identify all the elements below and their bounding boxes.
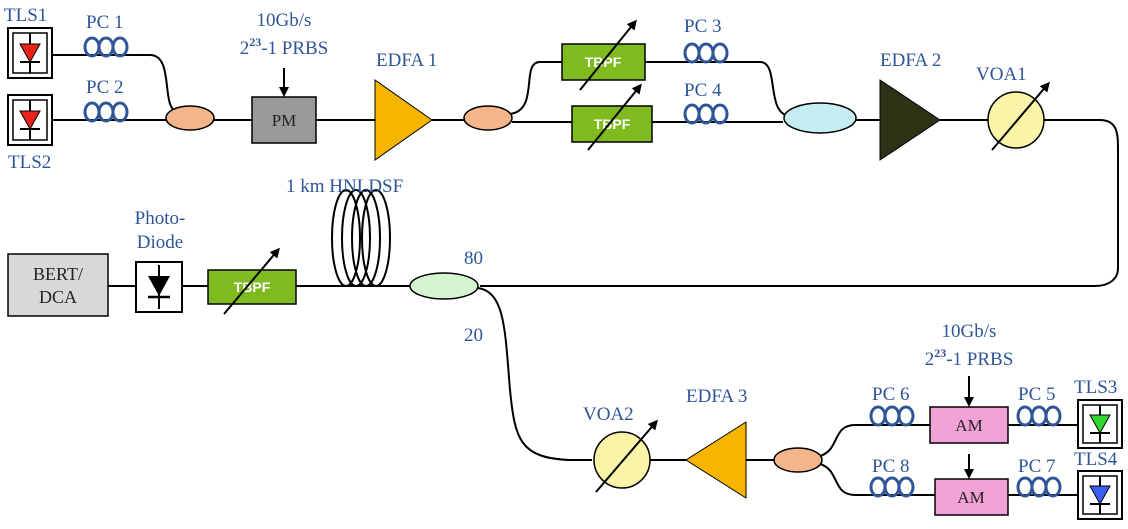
pc8-controller: [869, 476, 915, 498]
coupler-1: [165, 105, 215, 131]
photodiode-label-line1: Photo-: [135, 208, 186, 229]
tls1-label: TLS1: [4, 5, 47, 26]
edfa1-label: EDFA 1: [376, 50, 437, 71]
prbs-top-rate: 10Gb/s: [257, 10, 312, 31]
pc1-controller: [83, 36, 129, 58]
bert-dca-box: BERT/ DCA: [7, 253, 109, 317]
split-20-label: 20: [464, 325, 483, 346]
pc1-label: PC 1: [86, 12, 124, 33]
coupler-3: [783, 102, 857, 134]
coupler-2: [463, 105, 513, 131]
tls4-label: TLS4: [1074, 449, 1118, 470]
tls1-source: [7, 27, 53, 79]
prbs-top-pattern: 223-1 PRBS: [240, 35, 329, 59]
prbs-top-exp: 23: [249, 35, 261, 49]
voa1-label: VOA1: [976, 64, 1027, 85]
edfa2-label: EDFA 2: [880, 50, 941, 71]
pc3-label: PC 3: [684, 16, 722, 37]
prbs-bottom-rate: 10Gb/s: [942, 321, 997, 342]
tbpf-top-filter: TBPF: [561, 19, 646, 91]
hnldsf-fiber-spool: [331, 189, 391, 287]
prbs-bottom-exp: 23: [934, 346, 946, 360]
prbs-top-base: 2: [240, 38, 250, 59]
pc6-controller: [869, 405, 915, 427]
pc6-label: PC 6: [872, 384, 910, 405]
prbs-bottom-base: 2: [925, 349, 935, 370]
pc7-label: PC 7: [1018, 456, 1056, 477]
pc2-label: PC 2: [86, 77, 124, 98]
voa2-attenuator: [593, 419, 658, 493]
prbs-top-rest: -1 PRBS: [261, 38, 328, 59]
edfa3-label: EDFA 3: [686, 386, 747, 407]
am-bottom-label: AM: [957, 488, 984, 507]
tls2-label: TLS2: [8, 152, 51, 173]
photodiode-detector: [135, 261, 183, 313]
bert-label-line2: DCA: [39, 287, 77, 307]
tbpf-mid-label: TBPF: [594, 116, 631, 132]
voa1-attenuator: [987, 81, 1050, 151]
fiber-links: [52, 54, 1119, 496]
am-top-modulator: AM: [929, 406, 1009, 444]
pc5-label: PC 5: [1018, 384, 1056, 405]
pm-label: PM: [272, 111, 297, 130]
tbpf-left-filter: TBPF: [207, 247, 297, 315]
split-80-label: 80: [464, 248, 483, 269]
coupler-4: [773, 447, 823, 473]
prbs-bottom-rest: -1 PRBS: [946, 349, 1013, 370]
pc7-controller: [1016, 476, 1062, 498]
prbs-bottom-pattern: 223-1 PRBS: [925, 346, 1014, 370]
pc4-controller: [683, 103, 729, 125]
pc3-controller: [683, 42, 729, 64]
am-bottom-modulator: AM: [934, 478, 1009, 516]
voa2-label: VOA2: [583, 404, 634, 425]
coupler-80-20: [409, 272, 479, 300]
bert-label-line1: BERT/: [33, 264, 83, 284]
tbpf-mid-filter: TBPF: [571, 83, 653, 151]
photodiode-label-line2: Diode: [137, 232, 183, 253]
phase-modulator: PM: [251, 96, 317, 144]
pc2-controller: [83, 101, 129, 123]
tls3-label: TLS3: [1074, 377, 1117, 398]
pc4-label: PC 4: [684, 80, 722, 101]
hnldsf-label: 1 km HNLDSF: [286, 176, 403, 197]
pc5-controller: [1016, 405, 1062, 427]
edfa2-amplifier: [879, 79, 941, 161]
tls3-source: [1077, 399, 1123, 449]
pc8-label: PC 8: [872, 456, 910, 477]
edfa1-amplifier: [374, 79, 433, 161]
am-top-label: AM: [955, 416, 982, 435]
tls4-source: [1077, 470, 1123, 520]
tls2-source: [7, 94, 53, 146]
edfa3-amplifier: [685, 421, 747, 499]
